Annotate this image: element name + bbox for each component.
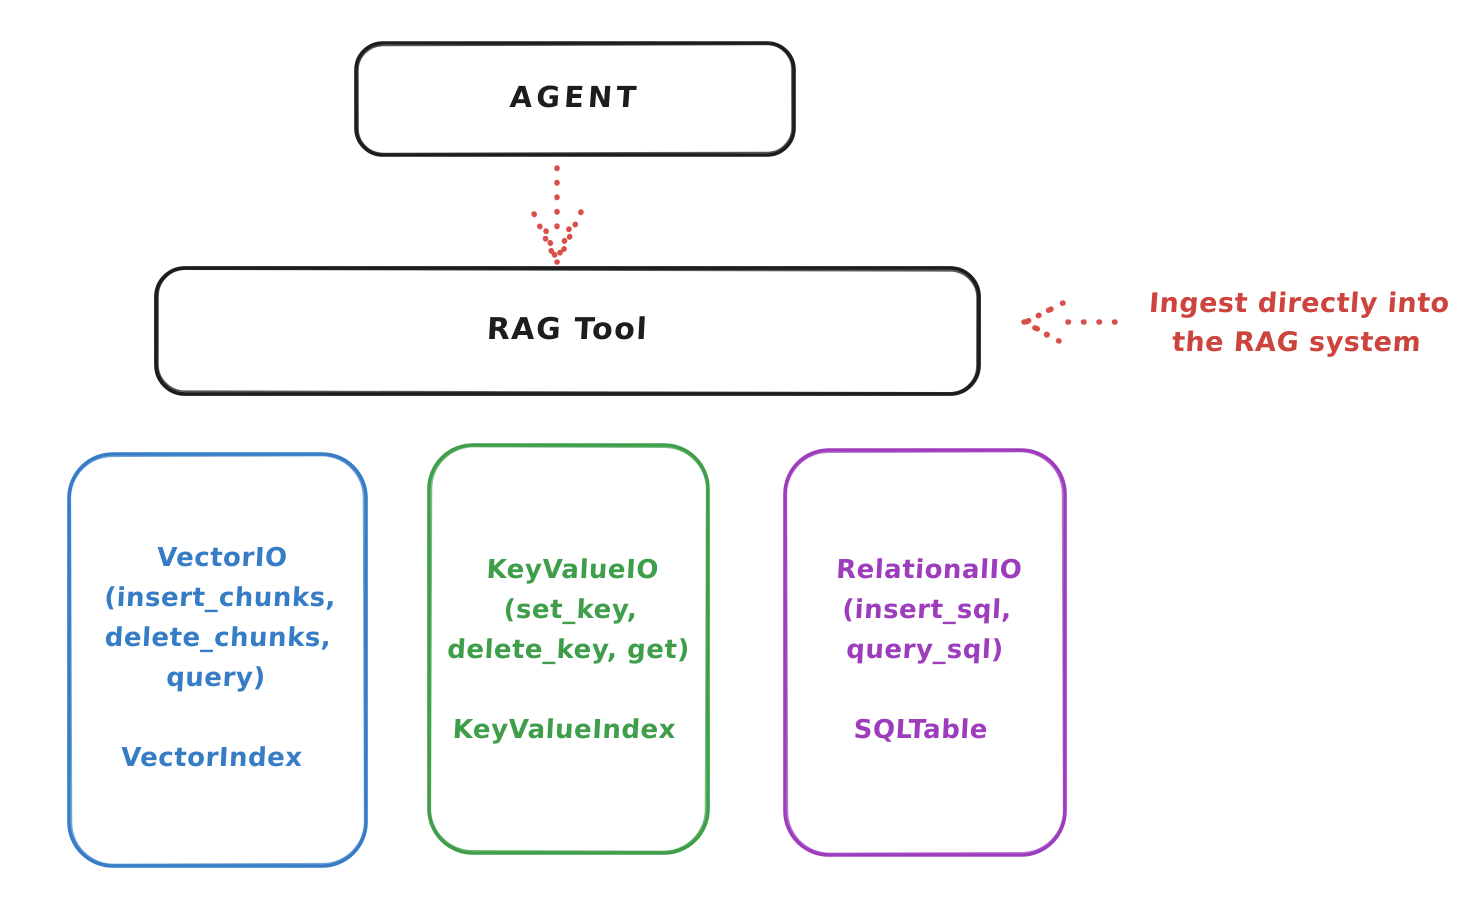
keyvalue-io-label: KeyValueIO (set_key, delete_key, get) Ke… bbox=[446, 555, 691, 745]
vector-io-label: VectorIO (insert_chunks, delete_chunks, … bbox=[103, 543, 337, 773]
relational-io-box bbox=[783, 448, 1067, 857]
keyvalue-io-box bbox=[427, 443, 710, 855]
agent-label: AGENT bbox=[508, 80, 642, 114]
rag-tool-box bbox=[154, 266, 981, 396]
relational-io-label: RelationalIO (insert_sql, query_sql) SQL… bbox=[835, 555, 1024, 745]
agent-to-rag-arrow bbox=[531, 165, 584, 265]
agent-box bbox=[354, 41, 796, 157]
ingest-arrow bbox=[1021, 300, 1133, 344]
rag-tool-label: RAG Tool bbox=[485, 312, 650, 347]
vector-io-box bbox=[67, 452, 368, 868]
ingest-annotation: Ingest directly into the RAG system bbox=[1147, 288, 1451, 358]
